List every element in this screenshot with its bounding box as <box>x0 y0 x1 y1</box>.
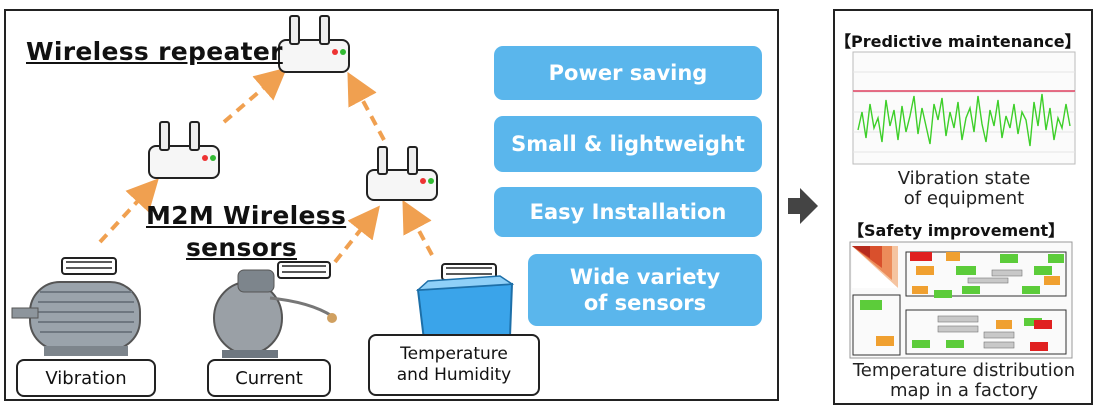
arrow-repeater-to-main <box>222 67 288 124</box>
temperature-caption-line2: map in a factory <box>890 380 1038 401</box>
feature-easy-installation: Easy Installation <box>494 187 762 237</box>
repeater-top-icon <box>278 15 350 73</box>
vibration-chart <box>852 51 1076 165</box>
system-overview-panel <box>4 9 779 401</box>
safety-improvement-heading: 【Safety improvement】 <box>848 221 1065 240</box>
predictive-maintenance-heading: 【Predictive maintenance】 <box>835 32 1081 51</box>
temperature-caption-line1: Temperature distribution <box>852 360 1076 381</box>
sensor-module-vibration-icon <box>61 257 117 275</box>
arrow-vibration-to-repeater <box>98 178 159 244</box>
vibration-caption-line2: of equipment <box>903 188 1025 209</box>
pump-motor-icon <box>213 269 337 358</box>
container-box-icon <box>415 275 515 342</box>
repeater-right-icon <box>366 146 438 201</box>
repeater-title: Wireless repeater <box>26 37 283 66</box>
label-temperature-humidity: Temperature and Humidity <box>368 334 540 396</box>
vibration-signal-line <box>857 93 1071 147</box>
electric-motor-icon <box>11 281 141 356</box>
heatmap-thumbnail <box>852 246 898 288</box>
sensor-module-temp-icon <box>441 263 497 281</box>
results-panel <box>833 9 1093 405</box>
arrow-temp-to-repeater <box>402 199 434 256</box>
vibration-caption: Vibration state of equipment <box>850 169 1078 209</box>
factory-temperature-map <box>849 241 1073 359</box>
result-arrow-icon <box>788 188 818 224</box>
label-temperature-line2: and Humidity <box>396 365 512 385</box>
arrow-right-repeater-to-main <box>347 71 386 141</box>
signal-arrows <box>98 67 434 264</box>
sensors-title-line2: sensors <box>186 233 297 262</box>
label-vibration: Vibration <box>16 359 156 397</box>
feature-wide-variety-line2: of sensors <box>583 291 707 315</box>
feature-power-saving: Power saving <box>494 46 762 100</box>
feature-small-lightweight: Small & lightweight <box>494 116 762 172</box>
vibration-caption-line1: Vibration state <box>897 168 1031 189</box>
temperature-caption: Temperature distribution map in a factor… <box>836 361 1092 401</box>
repeater-left-icon <box>148 121 220 179</box>
sensor-module-current-icon <box>277 261 331 279</box>
feature-wide-variety-line1: Wide variety <box>569 265 721 289</box>
sensors-title-line1: M2M Wireless <box>146 201 347 230</box>
label-current: Current <box>207 359 331 397</box>
feature-wide-variety: Wide variety of sensors <box>528 254 762 326</box>
arrow-current-to-repeater <box>333 205 380 264</box>
label-temperature-line1: Temperature <box>400 344 508 364</box>
